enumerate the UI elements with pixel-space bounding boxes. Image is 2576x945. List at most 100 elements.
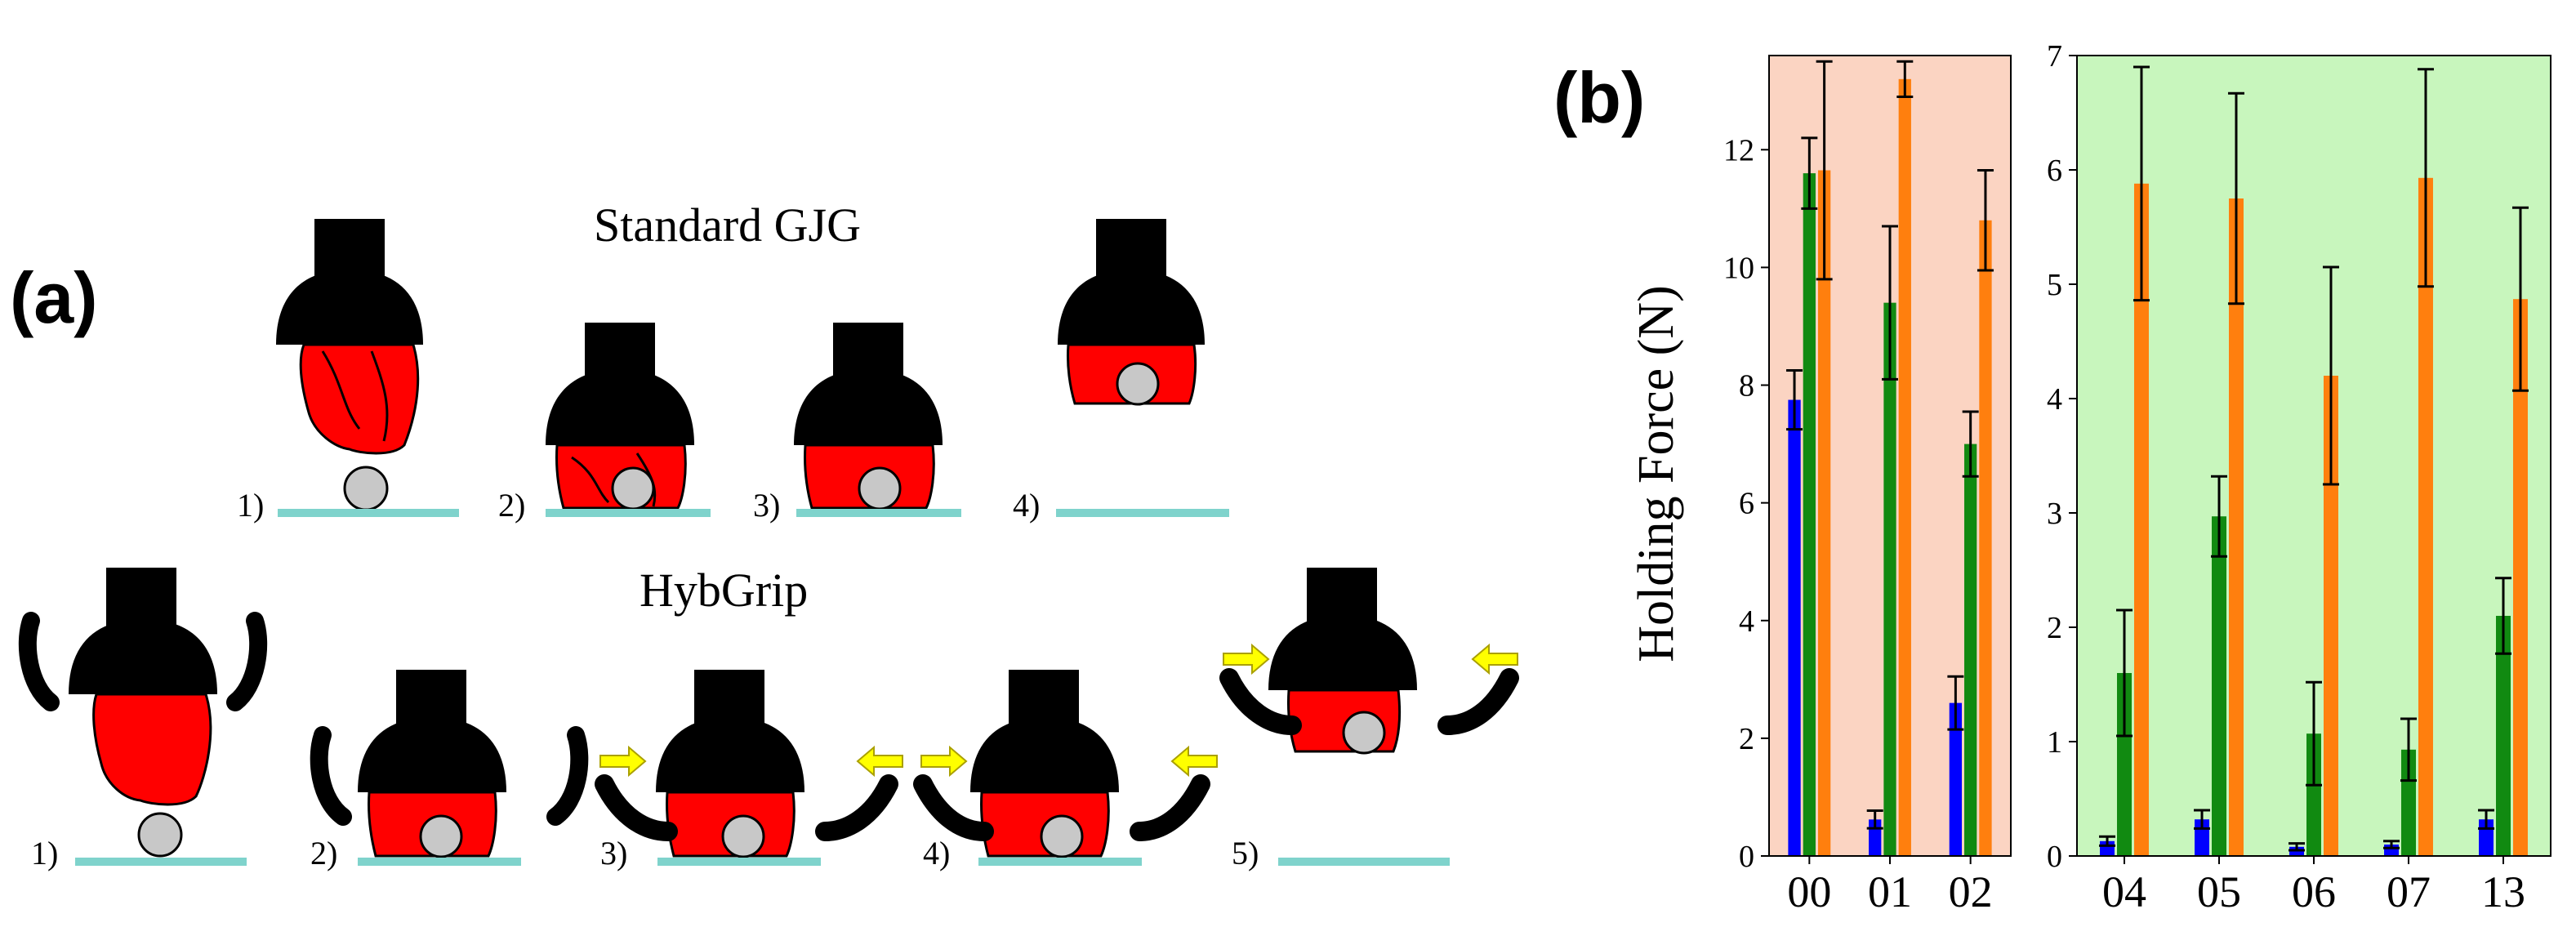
standard-step-4: 4)	[1013, 219, 1229, 524]
hybgrip-step-5: 5)	[1219, 568, 1519, 871]
step-label: 2)	[498, 487, 525, 524]
step-label: 2)	[310, 835, 337, 871]
soft-finger-right	[1437, 668, 1519, 735]
gripper-cup	[1268, 615, 1417, 690]
bar-07-series-2	[2418, 177, 2433, 857]
step-label: 1)	[237, 487, 264, 524]
y-tick-label-7: 7	[2047, 39, 2062, 74]
gripper-cup	[276, 270, 423, 345]
x-tick-label-02: 02	[1949, 867, 1993, 916]
object-sphere	[858, 466, 902, 510]
x-tick-label-07: 07	[2387, 867, 2431, 916]
step-label: 5)	[1232, 835, 1259, 871]
soft-finger-left	[18, 612, 60, 711]
soft-finger-left	[913, 774, 994, 841]
bar-00-series-0	[1788, 399, 1801, 856]
hybgrip-step-1: 1)	[18, 568, 268, 871]
membrane	[92, 693, 212, 806]
surface	[1056, 509, 1229, 517]
gripper-cup	[1058, 270, 1205, 345]
panel-a-label: (a)	[10, 257, 98, 338]
bar-05-series-2	[2228, 198, 2244, 856]
arrow-right-icon	[920, 745, 968, 778]
surface	[978, 858, 1142, 866]
bar-07-series-1	[2401, 749, 2416, 856]
x-tick-label-04: 04	[2102, 867, 2146, 916]
bar-02-series-2	[1979, 220, 1992, 856]
arrow-left-icon	[1170, 745, 1218, 778]
bar-13-series-2	[2512, 299, 2528, 856]
standard-gjg-title: Standard GJG	[594, 198, 861, 252]
object-sphere	[1116, 362, 1160, 406]
soft-finger-right	[226, 612, 268, 711]
arrow-right-icon	[599, 745, 647, 778]
arrow-right-icon	[1223, 643, 1270, 675]
object-sphere	[721, 814, 765, 858]
bar-05-series-1	[2212, 516, 2226, 856]
bar-00-series-2	[1817, 170, 1831, 856]
y-tick-label-0: 0	[2047, 840, 2062, 874]
step-label: 3)	[753, 487, 780, 524]
membrane-wrinkles	[321, 350, 389, 442]
y-tick-label-8: 8	[1739, 369, 1754, 403]
object-sphere	[1040, 814, 1084, 858]
soft-finger-right	[1130, 774, 1210, 841]
soft-finger-left	[310, 726, 352, 826]
surface	[657, 858, 821, 866]
bar-06-series-2	[2323, 376, 2338, 856]
bar-01-series-1	[1883, 302, 1896, 856]
step-label: 4)	[923, 835, 950, 871]
standard-step-2: 2)	[498, 323, 711, 524]
hybgrip-step-2: 2)	[310, 670, 589, 871]
gripper-shaft	[1096, 219, 1166, 276]
panel-b-label: (b)	[1553, 57, 1645, 138]
surface	[358, 858, 521, 866]
object-sphere	[343, 466, 389, 511]
x-tick-label-13: 13	[2481, 867, 2525, 916]
gripper-cup	[794, 369, 943, 445]
y-axis-label: Holding Force (N)	[1629, 285, 1684, 662]
x-tick-label-05: 05	[2197, 867, 2241, 916]
soft-finger-right	[815, 774, 898, 841]
arrow-left-icon	[1471, 643, 1518, 675]
gripper-cup	[546, 369, 694, 445]
object-sphere	[137, 812, 183, 858]
surface	[1278, 858, 1450, 866]
object-sphere	[611, 466, 655, 510]
object-sphere	[419, 814, 463, 858]
bar-00-series-1	[1803, 173, 1816, 856]
y-tick-label-4: 4	[2047, 382, 2062, 417]
bar-04-series-2	[2133, 183, 2149, 857]
standard-step-3: 3)	[753, 323, 961, 524]
surface	[75, 858, 247, 866]
soft-finger-right	[546, 726, 589, 826]
gripper-cup	[69, 619, 217, 694]
x-tick-label-01: 01	[1868, 867, 1912, 916]
y-tick-label-6: 6	[2047, 154, 2062, 188]
bar-02-series-1	[1964, 444, 1977, 856]
arrow-left-icon	[856, 745, 903, 778]
membrane	[299, 343, 420, 455]
y-tick-label-2: 2	[2047, 611, 2062, 645]
hybgrip-step-3: 3)	[595, 670, 903, 871]
surface	[546, 509, 711, 517]
bar-13-series-1	[2496, 616, 2511, 856]
object-sphere	[1342, 711, 1386, 755]
hybgrip-title: HybGrip	[640, 564, 808, 617]
y-tick-label-10: 10	[1723, 251, 1754, 285]
y-tick-label-5: 5	[2047, 268, 2062, 302]
hybgrip-step-4: 4)	[913, 670, 1218, 871]
step-label: 3)	[600, 835, 627, 871]
bar-02-series-0	[1949, 702, 1963, 856]
gripper-cup	[656, 717, 804, 792]
bar-04-series-1	[2117, 673, 2132, 856]
plot-frame	[1768, 55, 2012, 857]
gripper-cup	[358, 717, 506, 792]
x-tick-label-06: 06	[2292, 867, 2336, 916]
y-tick-label-1: 1	[2047, 725, 2062, 760]
bar-06-series-1	[2306, 733, 2321, 856]
